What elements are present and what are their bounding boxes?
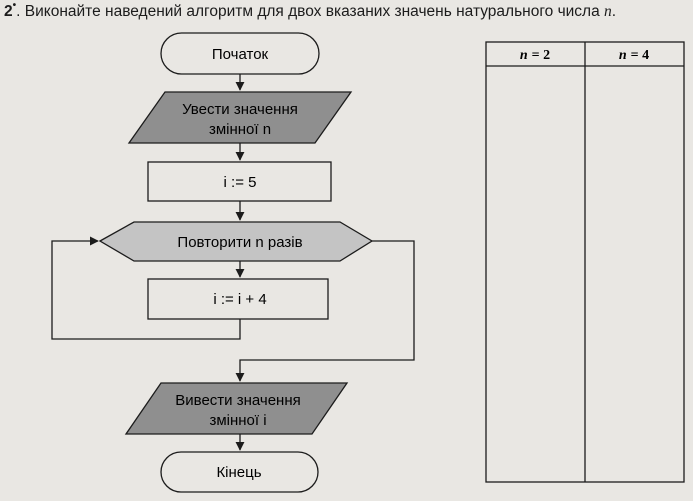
loop-label: Повторити n разів: [177, 234, 302, 251]
input-label-line1: Увести значення: [182, 101, 298, 118]
input-label-line2: змінної n: [209, 121, 271, 138]
connector-loop-exit: [235, 240, 415, 382]
connector-loop-back: [51, 236, 241, 340]
difficulty-marker: •: [12, 0, 17, 11]
task-text: . Виконайте наведений алгоритм для двох …: [16, 3, 617, 21]
init-process-block: [147, 161, 332, 202]
output-label-line1: Вивести значення: [175, 392, 300, 409]
step-process-block: [147, 278, 329, 320]
task-number: 2•: [4, 0, 17, 21]
flow-connectors: [51, 74, 415, 451]
end-label: Кінець: [216, 464, 261, 481]
input-block: [127, 91, 353, 144]
start-terminator: [160, 32, 320, 75]
start-label: Початок: [212, 46, 269, 63]
output-label-line2: змінної і: [209, 412, 266, 429]
end-terminator: [160, 451, 319, 493]
answer-table: n= 2 n= 4: [485, 41, 685, 483]
table-header-n4: n= 4: [619, 48, 649, 63]
loop-block: [98, 221, 374, 262]
output-block: [124, 382, 349, 435]
table-header-n2: n= 2: [520, 48, 550, 63]
task-variable: n: [604, 3, 612, 21]
step-label: i := i + 4: [213, 291, 266, 308]
init-label: i := 5: [224, 174, 257, 191]
task-header: 2•. Виконайте наведений алгоритм для дво…: [4, 0, 617, 21]
